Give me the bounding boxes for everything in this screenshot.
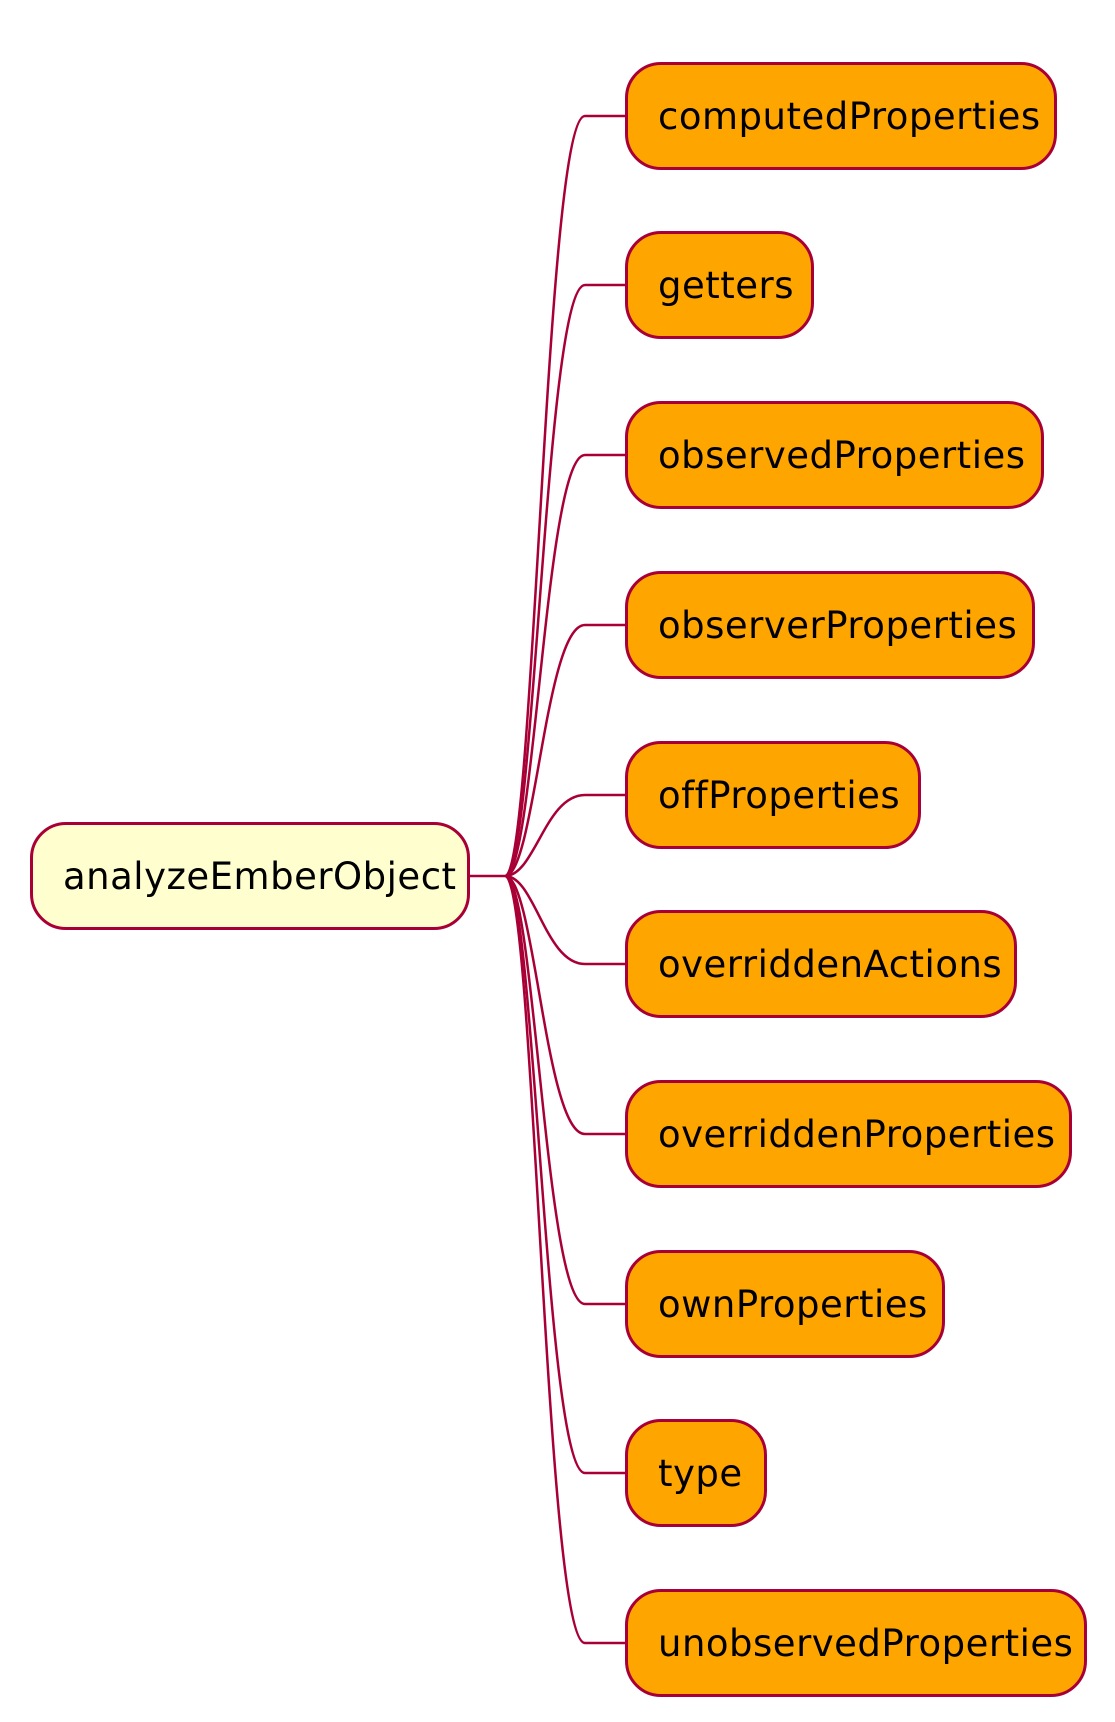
child-node-label: computedProperties — [658, 94, 1041, 138]
edge-computedProperties — [503, 114, 625, 878]
child-node-observedProperties: observedProperties — [625, 401, 1044, 509]
child-node-label: type — [658, 1451, 743, 1495]
edge-observedProperties — [504, 453, 625, 878]
child-node-offProperties: offProperties — [625, 741, 921, 849]
edge-observerProperties — [504, 623, 625, 878]
child-node-overriddenProperties: overriddenProperties — [625, 1080, 1072, 1188]
child-node-label: overriddenProperties — [658, 1112, 1056, 1156]
child-node-label: ownProperties — [658, 1282, 928, 1326]
child-node-observerProperties: observerProperties — [625, 571, 1035, 679]
child-node-label: overriddenActions — [658, 942, 1003, 986]
child-node-label: observedProperties — [658, 433, 1026, 477]
child-node-label: unobservedProperties — [658, 1621, 1074, 1665]
child-node-getters: getters — [625, 231, 814, 339]
edge-getters — [504, 283, 625, 878]
edge-ownProperties — [504, 874, 625, 1306]
child-node-type: type — [625, 1419, 767, 1527]
edge-type — [503, 874, 625, 1475]
edge-overriddenProperties — [504, 874, 625, 1136]
child-node-unobservedProperties: unobservedProperties — [625, 1589, 1087, 1697]
root-node: analyzeEmberObject — [30, 822, 470, 930]
child-node-label: offProperties — [658, 773, 901, 817]
root-node-label: analyzeEmberObject — [63, 854, 457, 898]
child-node-computedProperties: computedProperties — [625, 62, 1057, 170]
child-node-label: observerProperties — [658, 603, 1018, 647]
edge-offProperties — [504, 793, 625, 878]
child-node-label: getters — [658, 263, 795, 307]
child-node-overriddenActions: overriddenActions — [625, 910, 1017, 1018]
child-node-ownProperties: ownProperties — [625, 1250, 945, 1358]
edge-overriddenActions — [504, 874, 625, 966]
edge-unobservedProperties — [503, 874, 625, 1645]
